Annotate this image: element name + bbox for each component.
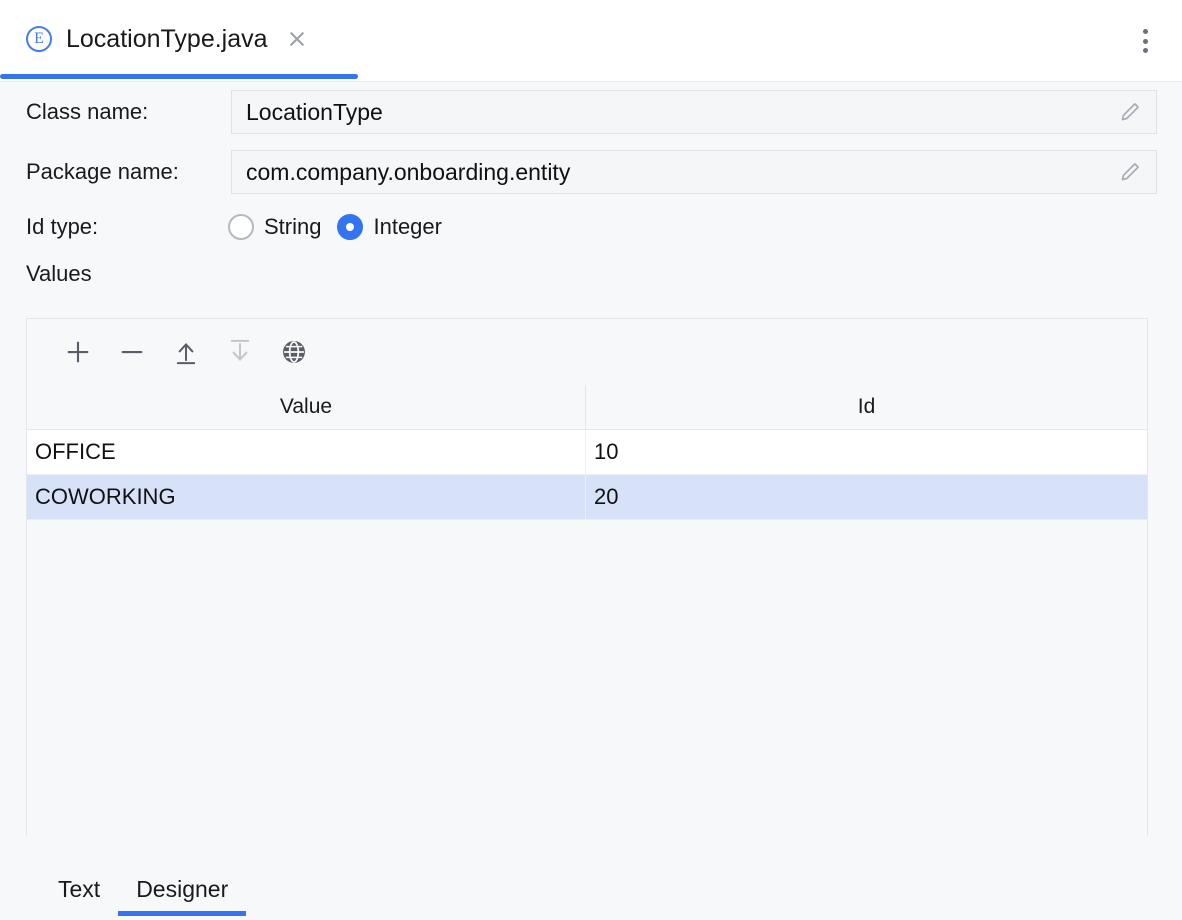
id-type-label: Id type: bbox=[26, 214, 98, 240]
column-header-value[interactable]: Value bbox=[27, 385, 586, 429]
package-name-value: com.company.onboarding.entity bbox=[232, 159, 1104, 186]
pencil-icon[interactable] bbox=[1104, 151, 1156, 193]
class-name-label: Class name: bbox=[26, 99, 148, 125]
radio-option-integer[interactable]: Integer bbox=[337, 214, 442, 240]
table-row[interactable]: OFFICE 10 bbox=[27, 430, 1147, 475]
radio-icon bbox=[228, 214, 254, 240]
tab-text[interactable]: Text bbox=[40, 858, 118, 920]
more-options-icon[interactable] bbox=[1134, 26, 1156, 56]
values-section-row: Values bbox=[0, 252, 1182, 296]
radio-icon-selected bbox=[337, 214, 363, 240]
editor-tab-title: LocationType.java bbox=[66, 25, 268, 54]
move-down-button[interactable] bbox=[215, 330, 265, 374]
table-row[interactable]: COWORKING 20 bbox=[27, 475, 1147, 520]
values-label: Values bbox=[26, 261, 92, 287]
cell-value[interactable]: OFFICE bbox=[27, 430, 586, 474]
editor-tab-bar: E LocationType.java bbox=[0, 0, 1182, 82]
enum-class-icon: E bbox=[26, 26, 52, 52]
globe-icon[interactable] bbox=[269, 330, 319, 374]
cell-id[interactable]: 20 bbox=[586, 475, 1147, 519]
id-type-radio-group: String Integer bbox=[228, 214, 458, 240]
cell-value[interactable]: COWORKING bbox=[27, 475, 586, 519]
class-name-value: LocationType bbox=[232, 99, 1104, 126]
pencil-icon[interactable] bbox=[1104, 91, 1156, 133]
radio-label: String bbox=[264, 214, 321, 240]
package-name-row: Package name: com.company.onboarding.ent… bbox=[0, 142, 1182, 202]
radio-label: Integer bbox=[373, 214, 442, 240]
radio-option-string[interactable]: String bbox=[228, 214, 321, 240]
package-name-field[interactable]: com.company.onboarding.entity bbox=[231, 150, 1157, 194]
add-button[interactable] bbox=[53, 330, 103, 374]
editor-tab-locationtype[interactable]: E LocationType.java bbox=[0, 0, 330, 78]
cell-id[interactable]: 10 bbox=[586, 430, 1147, 474]
values-panel: Value Id OFFICE 10 COWORKING 20 bbox=[26, 318, 1148, 836]
values-table-header: Value Id bbox=[27, 385, 1147, 430]
tab-designer[interactable]: Designer bbox=[118, 858, 246, 920]
id-type-row: Id type: String Integer bbox=[0, 202, 1182, 252]
package-name-label: Package name: bbox=[26, 159, 179, 185]
active-tab-indicator bbox=[0, 74, 358, 79]
close-icon[interactable] bbox=[286, 28, 308, 50]
class-name-field[interactable]: LocationType bbox=[231, 90, 1157, 134]
editor-mode-tabs: Text Designer bbox=[0, 858, 1182, 920]
column-header-id[interactable]: Id bbox=[586, 385, 1147, 429]
class-name-row: Class name: LocationType bbox=[0, 82, 1182, 142]
enum-properties-form: Class name: LocationType Package name: c… bbox=[0, 82, 1182, 296]
remove-button[interactable] bbox=[107, 330, 157, 374]
values-toolbar bbox=[27, 319, 1147, 385]
table-empty-area bbox=[27, 520, 1147, 838]
move-up-button[interactable] bbox=[161, 330, 211, 374]
